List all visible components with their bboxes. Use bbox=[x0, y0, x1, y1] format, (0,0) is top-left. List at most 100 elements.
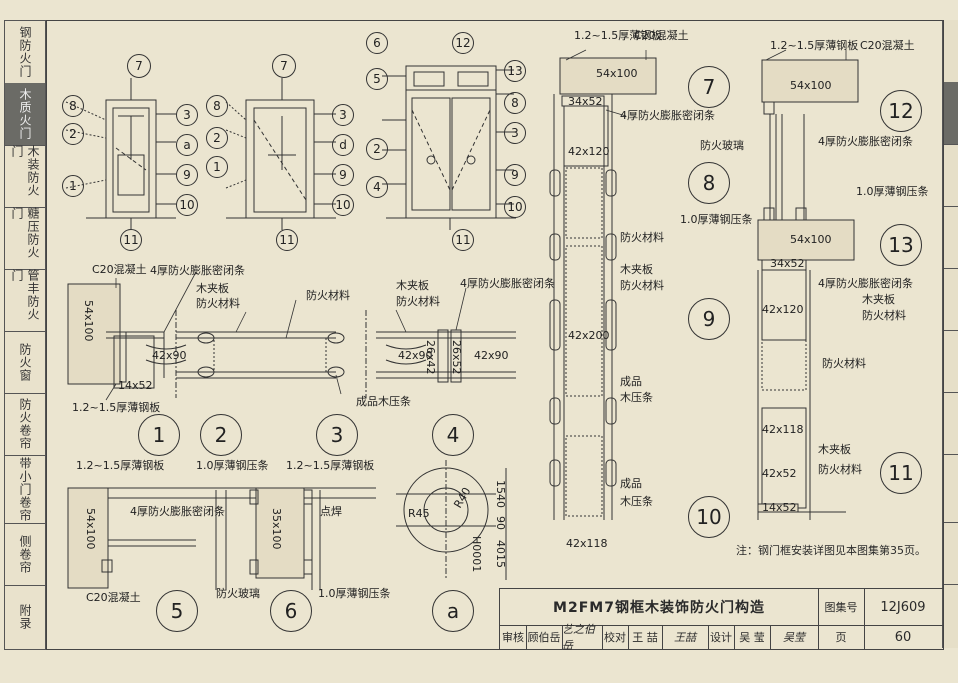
nav-tab-pressed-door[interactable]: 糖压防火门 bbox=[5, 207, 45, 270]
marker-10-mid: 10 bbox=[332, 194, 354, 216]
label-seal-strip-2: 4厚防火膨胀密闭条 bbox=[460, 277, 555, 290]
nav-tab-fire-window[interactable]: 防火窗 bbox=[5, 331, 45, 394]
right-nav-tab[interactable] bbox=[943, 206, 958, 269]
label-steel-plate-5: 1.2~1.5厚薄钢板 bbox=[76, 459, 165, 472]
detail-number-3: 3 bbox=[316, 414, 358, 456]
nav-tab-side-shutter[interactable]: 侧卷帘 bbox=[5, 523, 45, 586]
right-nav-tab[interactable] bbox=[943, 144, 958, 207]
reviewer-signature: 艺之伯岳 bbox=[562, 623, 603, 652]
label-fire-glass-8: 防火玻璃 bbox=[700, 139, 744, 152]
label-steel-plate-6: 1.2~1.5厚薄钢板 bbox=[286, 459, 375, 472]
label-dim-42x118-11: 42x118 bbox=[762, 423, 804, 436]
marker-7-mid: 7 bbox=[272, 54, 296, 78]
marker-3-right: 3 bbox=[504, 122, 526, 144]
designer-signature: 吴莹 bbox=[770, 625, 819, 649]
label-c20-concrete-7: C20混凝土 bbox=[634, 29, 689, 42]
marker-2-mid: 2 bbox=[206, 127, 228, 149]
label-wood-board-7: 木夹板 bbox=[620, 263, 653, 276]
marker-13-right: 13 bbox=[504, 60, 526, 82]
label-steel-plate-7: 1.2~1.5厚薄钢板 bbox=[574, 29, 663, 42]
reviewer-name: 顾伯岳 bbox=[526, 625, 563, 649]
label-wood-board: 木夹板 bbox=[196, 282, 229, 295]
right-nav-tab[interactable] bbox=[943, 454, 958, 523]
right-nav-tab[interactable] bbox=[943, 330, 958, 393]
construction-drawing bbox=[65, 49, 859, 590]
title-row: M2FM7钢框木装饰防火门构造 图集号 12J609 bbox=[500, 589, 943, 626]
detail-number-6: 6 bbox=[270, 590, 312, 632]
label-wood-board-13: 木夹板 bbox=[862, 293, 895, 306]
nav-tab-wood-door[interactable]: 木质火门 bbox=[5, 83, 45, 146]
label-steel-bead-6b: 1.0厚薄钢压条 bbox=[318, 587, 391, 600]
label-dim-14x52: 14x52 bbox=[118, 379, 153, 392]
design-label: 设计 bbox=[708, 625, 735, 649]
label-finished-10: 成品 bbox=[620, 477, 642, 490]
right-nav-tab-active[interactable] bbox=[943, 82, 958, 145]
nav-tab-steel-door[interactable]: 钢防火门 bbox=[5, 21, 45, 84]
title-block: M2FM7钢框木装饰防火门构造 图集号 12J609 审核 顾伯岳 艺之伯岳 校… bbox=[499, 588, 943, 652]
label-dim-r45: R45 bbox=[408, 507, 430, 520]
marker-a-left: a bbox=[176, 134, 198, 156]
label-steel-bead-13: 1.0厚薄钢压条 bbox=[856, 185, 929, 198]
label-finished-bead: 成品木压条 bbox=[356, 395, 411, 408]
page-number: 60 bbox=[894, 629, 912, 645]
leader-lines bbox=[105, 49, 847, 401]
label-dim-42x90: 42x90 bbox=[152, 349, 187, 362]
vertical-section-11-13 bbox=[757, 59, 859, 520]
right-chapter-nav bbox=[942, 20, 958, 648]
nav-tab-tube-door[interactable]: 管丰防火门 bbox=[5, 269, 45, 332]
marker-11-right: 11 bbox=[452, 229, 474, 251]
label-fire-material-3: 防火材料 bbox=[396, 295, 440, 308]
marker-6-right: 6 bbox=[366, 32, 388, 54]
label-dim-54x100-12: 54x100 bbox=[790, 79, 832, 92]
right-nav-tab[interactable] bbox=[943, 20, 958, 83]
designer-name: 吴 莹 bbox=[734, 625, 771, 649]
marker-2-right: 2 bbox=[366, 138, 388, 160]
right-nav-tab[interactable] bbox=[943, 522, 958, 585]
nav-tab-fire-shutter[interactable]: 防火卷帘 bbox=[5, 393, 45, 456]
right-nav-tab[interactable] bbox=[943, 392, 958, 455]
marker-9-left: 9 bbox=[176, 164, 198, 186]
review-label: 审核 bbox=[500, 625, 527, 649]
label-dim-54x100-13: 54x100 bbox=[790, 233, 832, 246]
detail-number-7: 7 bbox=[688, 66, 730, 108]
detail-number-1: 1 bbox=[138, 414, 180, 456]
label-fire-material-2: 防火材料 bbox=[306, 289, 350, 302]
marker-10-right: 10 bbox=[504, 196, 526, 218]
marker-1-left: 1 bbox=[62, 175, 84, 197]
label-dim-42x90-2: 42x90 bbox=[398, 349, 433, 362]
atlas-label: 图集号 bbox=[818, 589, 865, 625]
label-dim-54x100: 54x100 bbox=[82, 300, 95, 342]
label-steel-bead-6: 1.0厚薄钢压条 bbox=[196, 459, 269, 472]
door-elevation-double bbox=[382, 65, 516, 230]
nav-tab-wood-decor-door[interactable]: 木装防火门 bbox=[5, 145, 45, 208]
nav-tab-shutter-small-door[interactable]: 带小门卷帘 bbox=[5, 455, 45, 524]
marker-9-mid: 9 bbox=[332, 164, 354, 186]
marker-5-right: 5 bbox=[366, 68, 388, 90]
label-fire-glass: 防火玻璃 bbox=[216, 587, 260, 600]
label-finished-7: 成品 bbox=[620, 375, 642, 388]
label-c20-concrete-12: C20混凝土 bbox=[860, 39, 915, 52]
right-nav-tab[interactable] bbox=[943, 268, 958, 331]
label-dim-34x52: 34x52 bbox=[568, 95, 603, 108]
nav-tab-appendix[interactable]: 附录 bbox=[18, 603, 32, 630]
label-seal-strip-5: 4厚防火膨胀密闭条 bbox=[130, 505, 225, 518]
detail-number-12: 12 bbox=[880, 90, 922, 132]
door-elevation-middle bbox=[225, 78, 336, 230]
marker-2-left: 2 bbox=[62, 123, 84, 145]
marker-8-mid: 8 bbox=[206, 95, 228, 117]
marker-12-right: 12 bbox=[452, 32, 474, 54]
label-dim-26x52: 26x52 bbox=[450, 340, 463, 375]
drawing-title: M2FM7钢框木装饰防火门构造 bbox=[500, 589, 819, 625]
label-seal-strip-12: 4厚防火膨胀密闭条 bbox=[818, 135, 913, 148]
label-dim-42x200: 42x200 bbox=[568, 329, 610, 342]
marker-3-left: 3 bbox=[176, 104, 198, 126]
marker-7-left: 7 bbox=[127, 54, 151, 78]
label-dim-54x100-5: 54x100 bbox=[84, 508, 97, 550]
label-fire-material-11: 防火材料 bbox=[818, 463, 862, 476]
label-dim-34x52-13: 34x52 bbox=[770, 257, 805, 270]
detail-number-10: 10 bbox=[688, 496, 730, 538]
label-steel-plate: 1.2~1.5厚薄钢板 bbox=[72, 401, 161, 414]
section-details-1-4 bbox=[67, 283, 516, 398]
detail-number-4: 4 bbox=[432, 414, 474, 456]
drawing-frame bbox=[46, 20, 944, 650]
